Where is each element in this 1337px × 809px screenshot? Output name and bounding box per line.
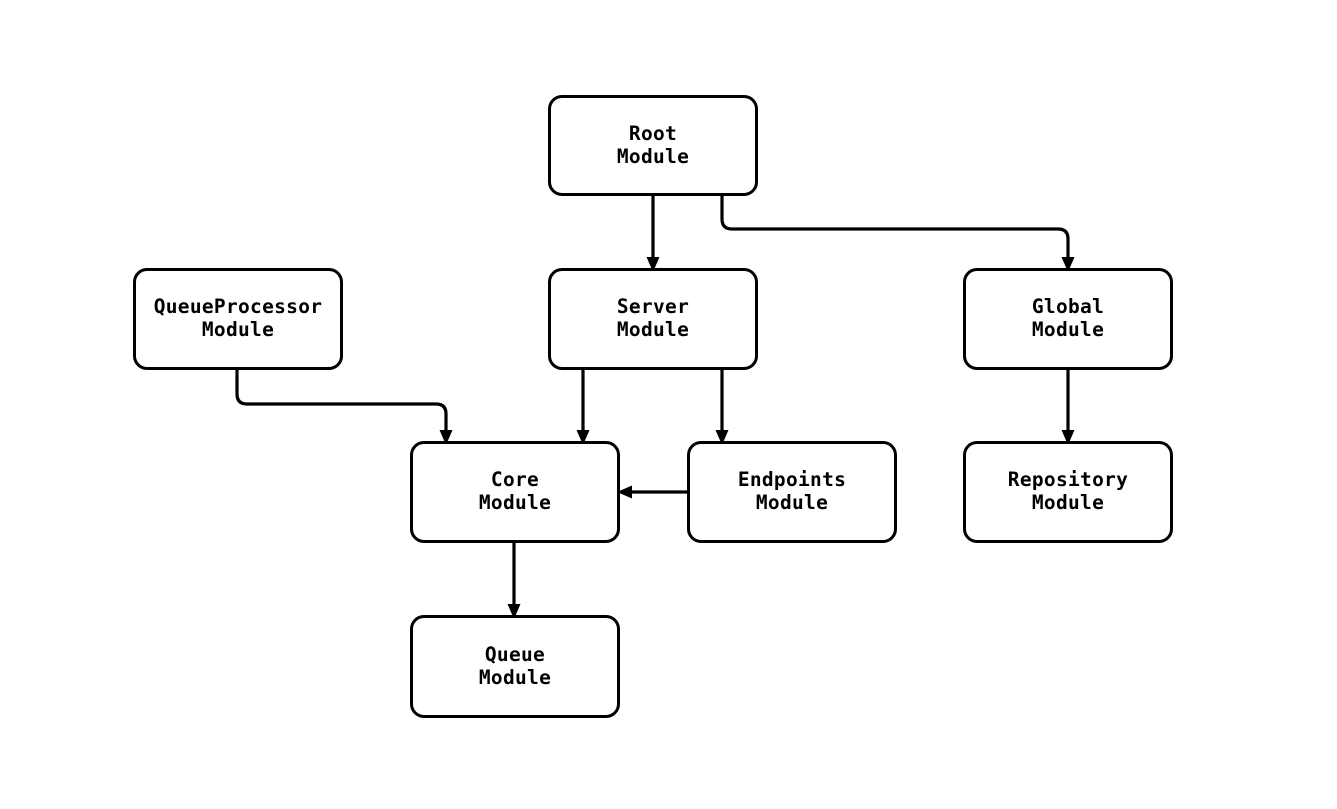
node-core-label: Core Module [478,468,552,514]
edge-queueprocessor-core [235,370,453,445]
node-global[interactable]: Global Module [963,268,1173,370]
node-core[interactable]: Core Module [410,441,620,543]
node-queueprocessor[interactable]: QueueProcessor Module [133,268,343,370]
edge-root-global [720,196,1075,272]
node-repository-label: Repository Module [1007,468,1129,514]
node-root[interactable]: Root Module [548,95,758,196]
node-root-label: Root Module [616,121,690,168]
node-server-label: Server Module [616,295,690,341]
node-queueprocessor-label: QueueProcessor Module [153,295,323,341]
node-queue[interactable]: Queue Module [410,615,620,718]
node-endpoints[interactable]: Endpoints Module [687,441,897,543]
node-global-label: Global Module [1031,295,1105,341]
node-endpoints-label: Endpoints Module [737,468,847,514]
node-queue-label: Queue Module [478,642,552,689]
edge-group [235,196,1075,619]
node-repository[interactable]: Repository Module [963,441,1173,543]
node-server[interactable]: Server Module [548,268,758,370]
